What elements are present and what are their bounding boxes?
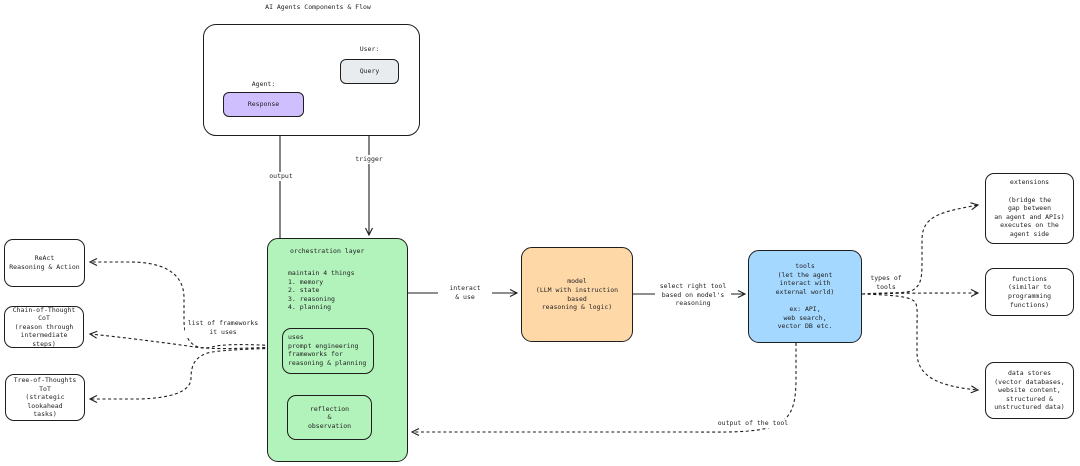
diagram-title: AI Agents Components & Flow: [265, 3, 371, 11]
framework-node-cot: Chain-of-Thought CoT (reason through int…: [4, 306, 84, 348]
edge-label-output: output: [258, 172, 304, 181]
edge-label-types-of-tools: types of tools: [864, 274, 908, 292]
edge-tooltype-datastores: [861, 293, 980, 394]
uses-frameworks-node: uses prompt engineering frameworks for r…: [282, 328, 374, 374]
agent-label: Agent:: [251, 80, 276, 88]
model-node: model (LLM with instruction based reason…: [521, 247, 633, 342]
reflection-observation-node: reflection & observation: [287, 395, 372, 440]
query-node: Query: [340, 59, 399, 84]
tools-node: tools (let the agent interact with exter…: [748, 250, 862, 343]
orchestration-maintain-list: maintain 4 things 1. memory 2. state 3. …: [288, 269, 355, 312]
orchestration-layer-node: [267, 238, 408, 462]
framework-node-tot: Tree-of-Thoughts ToT (strategic lookahea…: [5, 374, 85, 421]
edge-label-tool-output: output of the tool: [714, 419, 792, 428]
orchestration-heading: orchestration layer: [290, 247, 365, 255]
tooltype-node-functions: functions (similar to programming functi…: [985, 268, 1074, 316]
edge-framework-tot: [88, 347, 283, 403]
user-label: User:: [359, 45, 380, 53]
edge-label-interact: interact & use: [438, 284, 492, 302]
edge-tool-output: [410, 343, 797, 436]
edge-label-frameworks-list: list of frameworks it uses: [185, 319, 261, 337]
edge-tooltype-extensions: [861, 202, 980, 295]
tooltype-node-datastores: data stores (vector databases, website c…: [985, 362, 1074, 419]
edge-tooltype-functions: [861, 289, 980, 297]
edge-framework-react: [88, 258, 283, 349]
framework-node-react: ReAct Reasoning & Action: [4, 239, 85, 287]
tooltype-node-extensions: extensions (bridge the gap between an ag…: [985, 173, 1074, 244]
edge-label-select-tool: select right tool based on model's reaso…: [655, 282, 731, 308]
edge-label-trigger: trigger: [345, 155, 393, 164]
response-node: Response: [223, 92, 304, 117]
edge-framework-cot: [88, 330, 283, 350]
